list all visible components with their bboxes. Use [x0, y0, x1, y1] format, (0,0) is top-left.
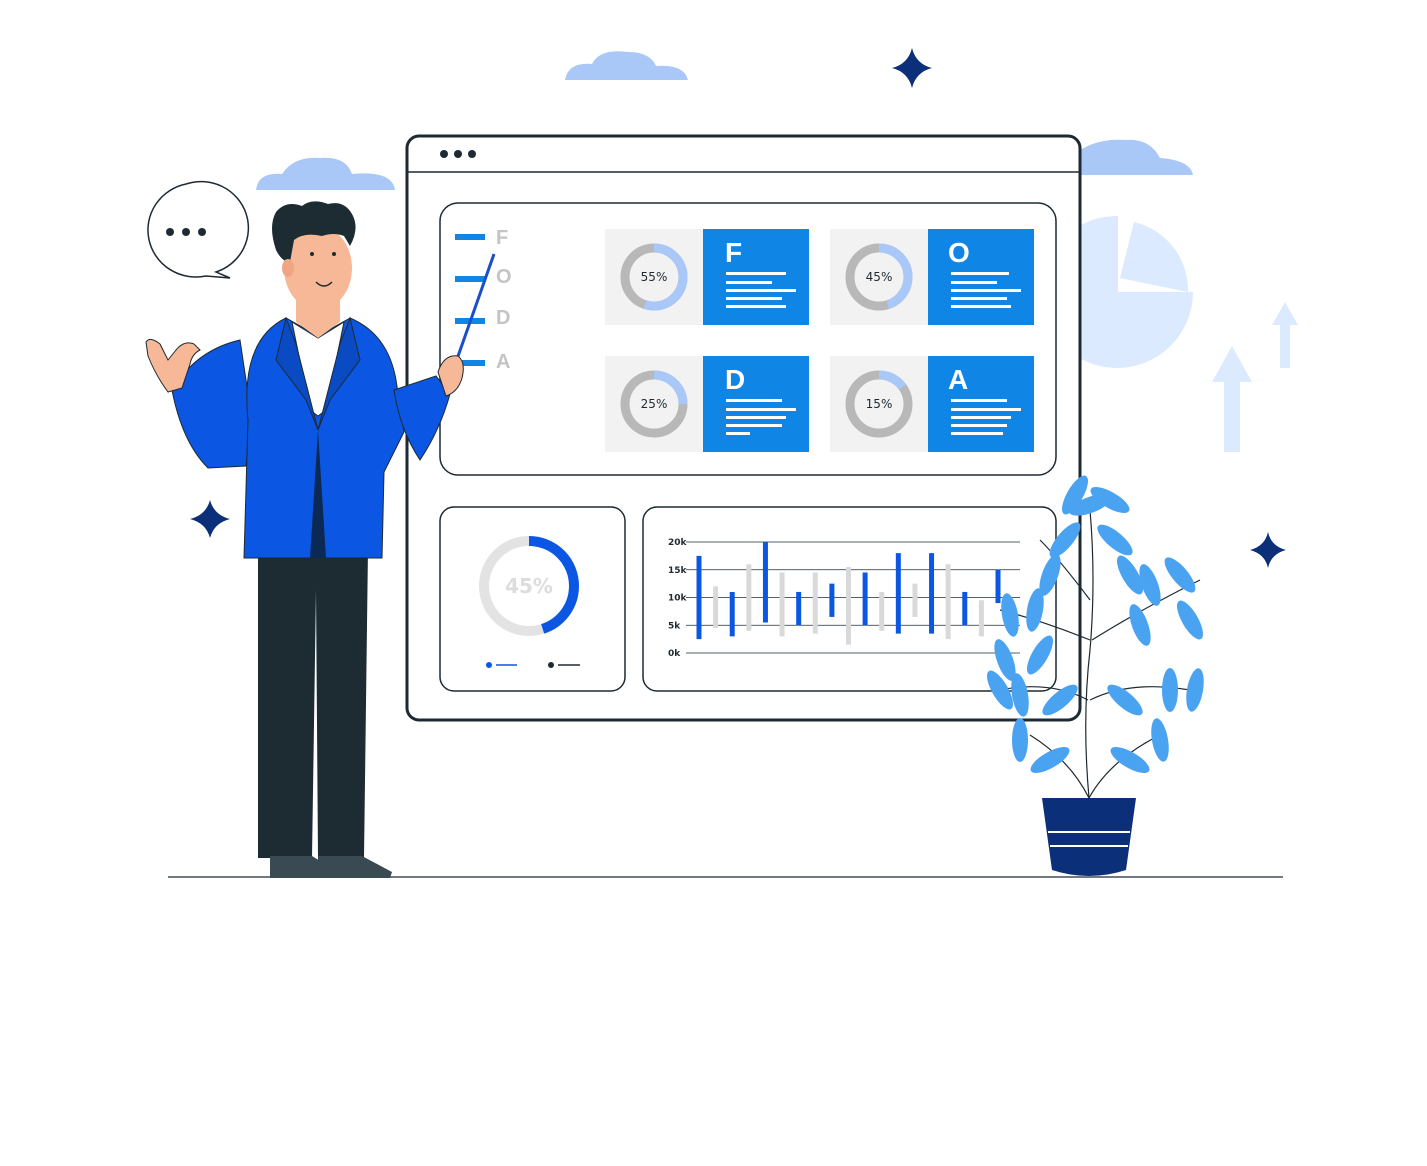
- potted-plant: [987, 475, 1204, 876]
- card-f: 55% F: [605, 229, 809, 325]
- leaf-icon: [1151, 718, 1169, 762]
- leaf-icon: [1039, 554, 1061, 596]
- legend-dot: [486, 662, 492, 668]
- donut-legend: [486, 662, 580, 668]
- plant-stem: [999, 686, 1089, 701]
- leaf-icon: [1011, 673, 1029, 717]
- legend-letter: O: [496, 266, 512, 288]
- leaf-icon: [1117, 555, 1143, 595]
- leaf-icon: [1042, 684, 1078, 716]
- plant-stem: [1085, 509, 1094, 799]
- leaf-icon: [1186, 668, 1204, 712]
- sparkle-icon: [190, 500, 230, 538]
- up-arrow-icon: [1272, 302, 1298, 368]
- card-donut-arc: [845, 370, 913, 438]
- card-letter: A: [948, 364, 968, 395]
- leaf-icon: [1162, 668, 1178, 712]
- leaf-icon: [1026, 588, 1044, 632]
- big-donut-percent: 45%: [505, 574, 553, 598]
- head: [284, 226, 352, 310]
- hair: [272, 201, 356, 262]
- card-letter: D: [725, 364, 745, 395]
- card-letter: O: [948, 237, 970, 268]
- presenter: [145, 180, 1283, 878]
- text-lines: [951, 399, 1021, 435]
- sparkle-icon: [892, 48, 932, 88]
- plant-leaves: [987, 475, 1204, 799]
- text-lines: [951, 272, 1021, 308]
- card-percent: 55%: [641, 270, 668, 284]
- leaf-icon: [1129, 604, 1151, 646]
- leaf-icon: [1097, 524, 1133, 556]
- plant-stem: [1088, 734, 1161, 799]
- card-donut-arc: [845, 243, 913, 311]
- cloud-icon: [1080, 139, 1193, 175]
- y-tick-label: 15k: [668, 566, 688, 576]
- speech-bubble-icon: [147, 180, 250, 279]
- sparkle-icon: [1250, 532, 1286, 568]
- y-tick-label: 10k: [668, 594, 688, 604]
- legend-item: A: [455, 351, 510, 373]
- y-tick-label: 0k: [668, 649, 681, 659]
- leaf-icon: [1090, 487, 1130, 513]
- card-percent: 25%: [641, 397, 668, 411]
- plant-stem: [1039, 539, 1091, 601]
- y-tick-label: 20k: [668, 538, 688, 548]
- card-letter: F: [725, 237, 742, 268]
- leaf-icon: [1107, 684, 1143, 716]
- text-lines: [726, 272, 796, 308]
- leaf-icon: [1139, 564, 1161, 606]
- leaf-icon: [994, 639, 1016, 681]
- leaf-icon: [1110, 747, 1150, 773]
- leaf-icon: [1012, 718, 1028, 762]
- card-o: 45% O: [830, 229, 1034, 325]
- legend-letter: A: [496, 351, 510, 373]
- card-donut-arc: [620, 370, 688, 438]
- leaf-icon: [1164, 557, 1196, 593]
- legend-letter: D: [496, 307, 510, 329]
- card-percent: 15%: [866, 397, 893, 411]
- legend-letter: F: [496, 227, 508, 249]
- leaf-icon: [1062, 475, 1088, 515]
- legend-dot: [548, 662, 554, 668]
- card-donut: 15%: [845, 370, 913, 438]
- text-lines: [726, 399, 796, 435]
- card-percent: 45%: [866, 270, 893, 284]
- range-bar-chart: 20k 15k 10k 5k 0k: [668, 538, 1020, 659]
- y-tick-label: 5k: [668, 621, 681, 631]
- card-donut-arc: [620, 243, 688, 311]
- leaf-icon: [1049, 522, 1081, 558]
- leaf-icon: [1001, 593, 1019, 637]
- plant-pot: [1042, 798, 1136, 876]
- card-donut: 25%: [620, 370, 688, 438]
- big-donut-arc: [479, 536, 579, 636]
- donut-panel: [439, 506, 626, 692]
- leaf-icon: [1177, 600, 1203, 640]
- legend-item: O: [455, 266, 512, 288]
- legend-item: F: [455, 227, 508, 249]
- leaf-icon: [1030, 747, 1070, 773]
- cloud-icon: [565, 51, 688, 80]
- plant-stem: [1029, 734, 1090, 799]
- leaf-icon: [987, 670, 1013, 710]
- card-d: 25% D: [605, 356, 809, 452]
- three-dots-icon[interactable]: [440, 150, 476, 158]
- up-arrow-icon: [1212, 346, 1252, 452]
- card-a: 15% A: [830, 356, 1034, 452]
- leaf-icon: [1027, 635, 1053, 675]
- card-donut: 45%: [845, 243, 913, 311]
- card-donut: 55%: [620, 243, 688, 311]
- big-donut: 45%: [479, 536, 579, 636]
- cloud-icon: [256, 157, 395, 190]
